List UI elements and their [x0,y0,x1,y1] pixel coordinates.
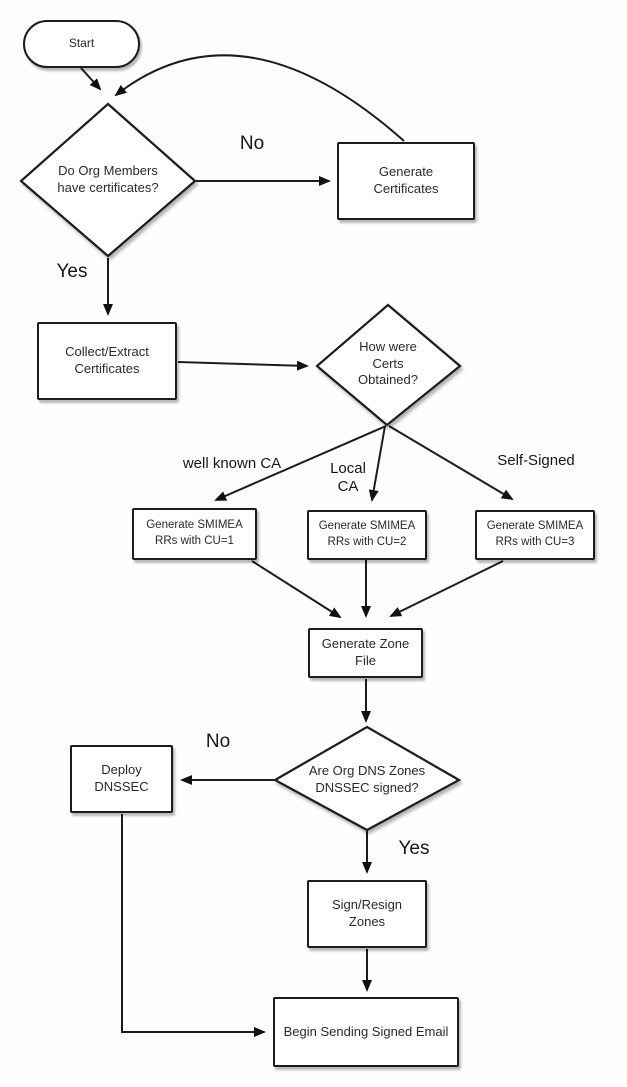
node-smimea-cu3-label: Generate SMIMEA RRs with CU=3 [486,520,584,548]
node-generate-certificates-label: Generate Certificates [373,164,439,196]
edge-start-to-decision1 [80,67,102,91]
edge-label-dnssec-yes: Yes [398,838,430,859]
edge-label-dnssec-no: No [205,731,231,752]
edge-deploy-to-begin [121,814,266,1037]
node-smimea-cu1: Generate SMIMEA RRs with CU=1 [132,508,257,560]
edge-generate-certs-loopback [114,54,405,142]
edge-label-well-known-ca: well known CA [182,455,282,472]
edge-collect-to-decision2 [177,360,309,371]
node-collect-extract-certificates-label: Collect/Extract Certificates [65,344,149,376]
edge-cu3-to-zone [389,560,504,617]
decision-diamond-how-obtained [315,303,462,427]
edge-self-signed [388,425,514,501]
node-generate-zone-file: Generate Zone File [308,628,423,678]
node-start-label: Start [68,36,95,51]
decision-how-obtained-text: How were Certs Obtained? [358,338,418,388]
node-begin-sending-signed-email: Begin Sending Signed Email [273,997,459,1067]
decision-dnssec-signed-text: Are Org DNS Zones DNSSEC signed? [308,763,426,795]
decision-diamond-members-have-certs [19,102,197,258]
node-smimea-cu2: Generate SMIMEA RRs with CU=2 [307,510,427,560]
node-generate-zone-file-label: Generate Zone File [321,636,410,668]
edge-label-local-ca: Local CA [330,460,366,495]
edge-cu1-to-zone [251,560,342,619]
decision-members-have-certs-text: Do Org Members have certificates? [57,163,159,195]
edge-label-members-yes: Yes [56,261,88,282]
decision-dnssec-signed-label: Are Org DNS Zones DNSSEC signed? [303,758,431,802]
node-smimea-cu1-label: Generate SMIMEA RRs with CU=1 [146,519,243,547]
node-begin-sending-signed-email-label: Begin Sending Signed Email [283,1023,449,1039]
node-deploy-dnssec-label: Deploy DNSSEC [94,762,149,794]
edge-label-self-signed: Self-Signed [497,452,575,469]
node-smimea-cu3: Generate SMIMEA RRs with CU=3 [475,510,595,560]
node-smimea-cu2-label: Generate SMIMEA RRs with CU=2 [318,520,416,548]
edge-well-known-ca [214,425,387,501]
node-start: Start [23,20,140,68]
node-sign-resign-zones: Sign/Resign Zones [307,880,427,948]
node-deploy-dnssec: Deploy DNSSEC [70,745,173,813]
node-sign-resign-zones-label: Sign/Resign Zones [331,897,403,929]
decision-members-have-certs-label: Do Org Members have certificates? [48,150,168,210]
node-collect-extract-certificates: Collect/Extract Certificates [37,322,177,400]
edge-label-members-no: No [239,133,265,154]
edge-local-ca [368,425,386,502]
decision-how-obtained-label: How were Certs Obtained? [348,332,428,396]
decision-diamond-dnssec-signed [272,725,462,832]
node-generate-certificates: Generate Certificates [337,142,475,220]
